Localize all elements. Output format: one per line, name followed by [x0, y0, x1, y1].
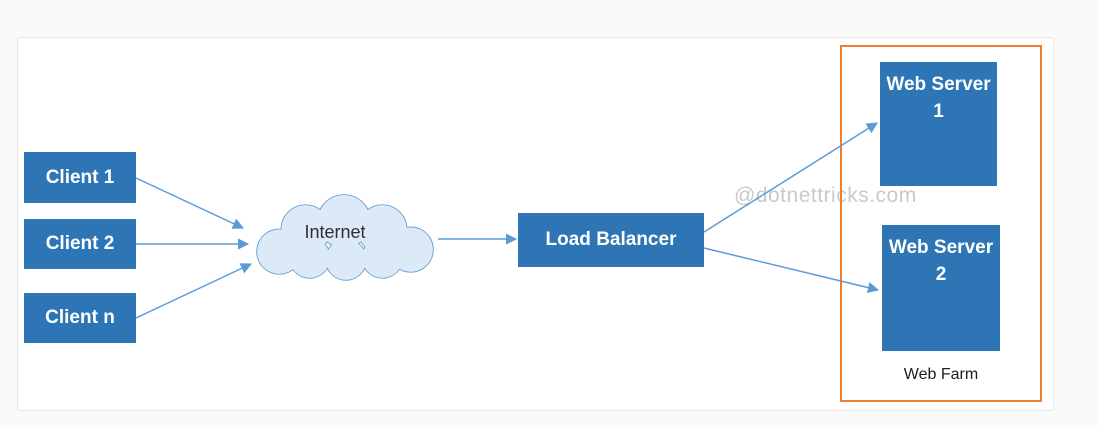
web-server-2-label: Web Server 2 — [888, 237, 994, 285]
web-server-1-node: Web Server 1 — [880, 62, 997, 186]
client-n-node: Client n — [24, 293, 136, 343]
web-farm-label: Web Farm — [903, 366, 979, 383]
cloud-shape-icon — [256, 194, 434, 281]
arrow-clientn-to-internet — [135, 263, 253, 319]
client-2-node: Client 2 — [24, 219, 136, 269]
client-n-label: Client n — [45, 307, 115, 328]
arrow-client1-to-internet — [135, 177, 245, 229]
internet-cloud: Internet — [249, 193, 441, 281]
client-1-node: Client 1 — [24, 152, 136, 203]
web-server-1-label: Web Server 1 — [886, 74, 991, 122]
diagram-canvas: @dotnettricks.com Web Farm Client 1 Clie… — [17, 37, 1054, 411]
load-balancer-node: Load Balancer — [518, 213, 704, 267]
load-balancer-label: Load Balancer — [545, 229, 677, 250]
client-2-label: Client 2 — [45, 233, 115, 254]
internet-label: Internet — [304, 221, 366, 242]
web-server-2-node: Web Server 2 — [882, 225, 1000, 351]
client-1-label: Client 1 — [45, 166, 115, 188]
